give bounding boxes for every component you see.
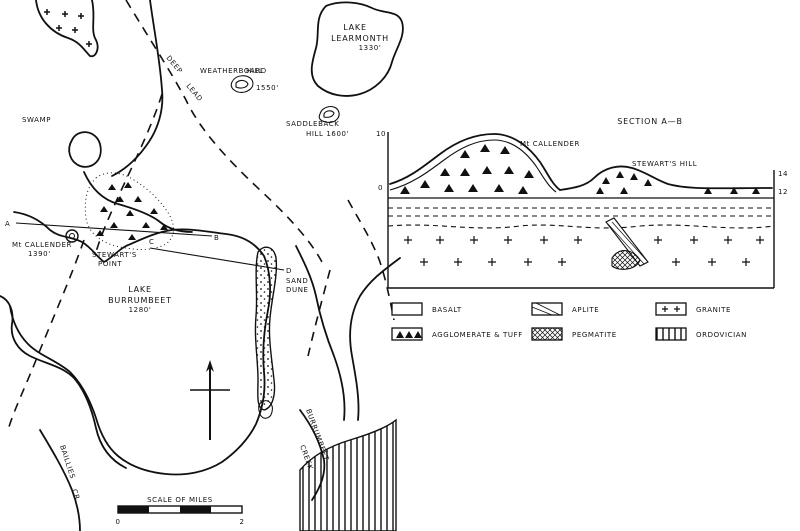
point-b: B (214, 234, 219, 242)
label-swamp: SWAMP (22, 116, 51, 124)
svg-text:CR.: CR. (70, 488, 82, 503)
left-tick-bottom: 0 (378, 184, 383, 192)
right-tick-top: 14 (778, 170, 788, 178)
legend-agglomerate: AGGLOMERATE & TUFF (432, 331, 523, 339)
boundary-east (347, 199, 395, 321)
small-lake-outline (68, 131, 102, 168)
label-saddleback-hill: SADDLEBACK (286, 120, 339, 128)
label-lake-burrumbeet: LAKE (128, 285, 152, 294)
label-sand-dune: SAND (286, 277, 308, 285)
svg-text:BURRUMBEET: BURRUMBEET (108, 296, 172, 305)
label-stewarts-point: STEWART'S (92, 251, 137, 259)
agglomerate-triangles (96, 182, 168, 240)
eastern-channel-2 (349, 257, 401, 421)
point-d: D (286, 267, 292, 275)
label-weatherboard-hill: WEATHERBOARD (200, 67, 267, 75)
eastern-channel (295, 245, 346, 421)
deep-lead-line (125, 0, 323, 263)
svg-text:1280': 1280' (129, 306, 152, 314)
point-a: A (5, 220, 10, 228)
mt-callender-symbol (65, 229, 79, 243)
saddleback-hill-contour (318, 105, 340, 123)
legend: BASALT APLITE GRANITE AGGLOMERATE & TUFF… (391, 302, 747, 341)
scale-bar (117, 505, 243, 514)
boundary-north (95, 93, 163, 253)
legend-pegmatite: PEGMATITE (572, 331, 617, 339)
svg-text:LEARMONTH: LEARMONTH (331, 34, 389, 43)
north-arrow-icon (190, 360, 230, 440)
legend-aplite: APLITE (572, 306, 599, 314)
section-granite (404, 236, 764, 266)
label-deep-lead: DEEP (164, 54, 184, 75)
granite-outline-top (35, 0, 99, 58)
inlet-north (111, 0, 164, 177)
lake-learmonth-outline (310, 1, 404, 97)
legend-basalt: BASALT (432, 306, 462, 314)
section-label-mt-callender: Mt CALLENDER (520, 140, 580, 148)
ordovician-area (299, 418, 397, 531)
label-lake-learmonth: LAKE (343, 23, 367, 32)
scale-max: 2 (239, 518, 244, 526)
svg-text:CREEK: CREEK (298, 444, 314, 471)
section-panel: SECTION A—B 10 0 14 12 (376, 117, 788, 289)
svg-text:DUNE: DUNE (286, 286, 309, 294)
legend-granite: GRANITE (696, 306, 731, 314)
section-title: SECTION A—B (617, 117, 683, 126)
boundary-southeast (307, 269, 331, 357)
svg-text:1330': 1330' (359, 44, 382, 52)
granite-crosses-top (44, 9, 92, 47)
section-line-a-b (15, 222, 213, 237)
svg-text:1550': 1550' (256, 84, 279, 92)
svg-text:1390': 1390' (28, 250, 51, 258)
svg-text:POINT: POINT (98, 260, 122, 268)
weatherboard-hill-contour (230, 75, 254, 93)
label-mt-callender: Mt CALLENDER (12, 241, 72, 249)
section-agglomerate (400, 144, 534, 194)
boundary-southwest (7, 239, 85, 431)
sand-dune-strip (254, 246, 278, 411)
svg-text:LEAD: LEAD (184, 82, 204, 103)
agglomerate-outline (84, 172, 174, 250)
svg-text:HILL: HILL (246, 67, 264, 75)
right-tick-bottom: 12 (778, 188, 788, 196)
scale-label: SCALE OF MILES (147, 496, 213, 504)
legend-ordovician: ORDOVICIAN (696, 331, 747, 339)
map-panel (0, 0, 404, 531)
left-tick-top: 10 (376, 130, 386, 138)
northern-arm (83, 171, 193, 233)
western-shore (0, 295, 127, 469)
point-c: C (149, 238, 155, 246)
section-line-c-d (149, 247, 285, 271)
section-label-stewarts-hill: STEWART'S HILL (632, 160, 697, 168)
scale-min: 0 (115, 518, 120, 526)
svg-text:HILL 1600': HILL 1600' (306, 130, 349, 138)
baillies-creek (39, 429, 81, 531)
label-baillies-creek: BAILLIES (58, 444, 76, 480)
